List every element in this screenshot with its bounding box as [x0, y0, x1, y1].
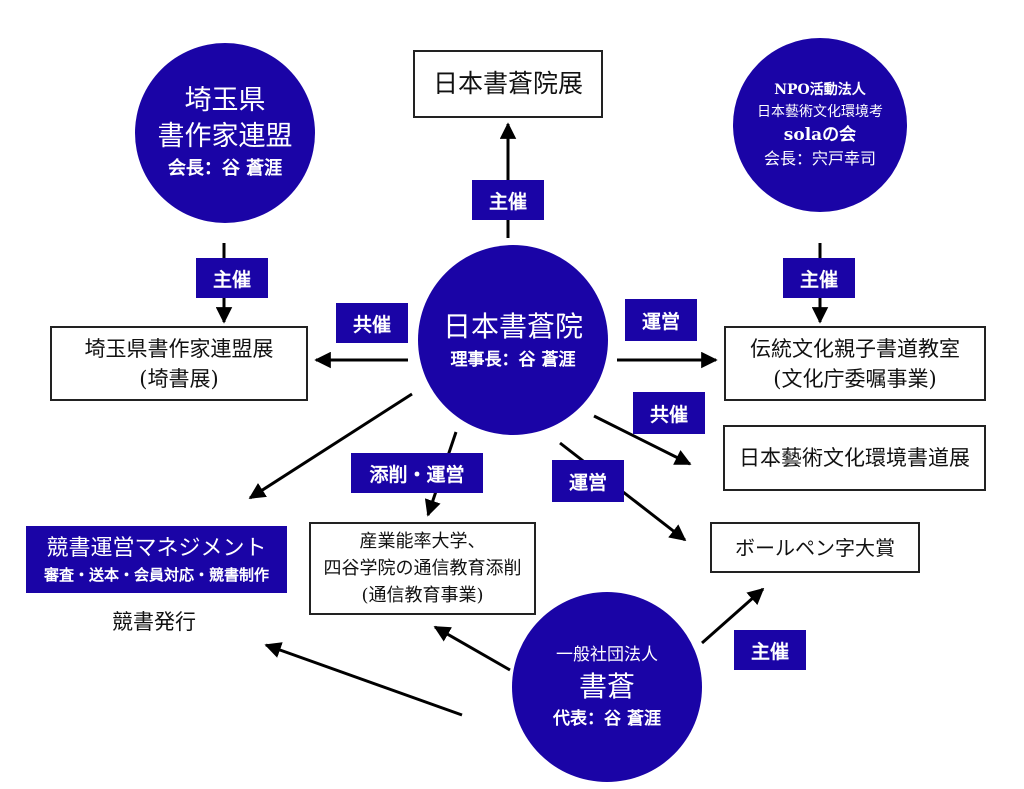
arrow-shoso-to-ballpen	[701, 587, 765, 645]
node-saitama-federation: 埼玉県 書作家連盟 会長：谷 蒼涯	[135, 43, 315, 223]
correspondence-line2: 四谷学院の通信教育添削	[323, 558, 522, 579]
shosoin-exhibition-label: 日本書蒼院展	[432, 69, 583, 98]
node-nihon-shosoin: 日本書蒼院 理事長：谷 蒼涯	[418, 245, 608, 435]
box-shosoin-exhibition: 日本書蒼院展	[413, 50, 603, 118]
arrow-shoso-to-publish	[264, 642, 463, 717]
npo-sola-line3: solaの会	[783, 125, 857, 145]
box-saitama-exhibition: 埼玉県書作家連盟展 (埼書展)	[50, 326, 308, 401]
label-correction-operate: 添削・運営	[351, 453, 483, 493]
box-correspondence: 産業能率大学、 四谷学院の通信教育添削 (通信教育事業)	[309, 522, 536, 615]
parent-child-class-line2: (文化庁委嘱事業)	[773, 366, 937, 391]
label-co-host-right: 共催	[633, 392, 705, 434]
label-npo-host: 主催	[783, 258, 855, 298]
saitama-federation-line1: 埼玉県	[184, 85, 266, 116]
arrow-center-to-art-env	[593, 414, 692, 466]
label-top-host: 主催	[472, 180, 544, 220]
label-co-host-left: 共催	[336, 303, 408, 343]
correspondence-line3: (通信教育事業)	[361, 585, 484, 606]
label-operate-ballpen: 運営	[552, 460, 624, 502]
ballpen-award-label: ボールペン字大賞	[735, 535, 895, 560]
npo-sola-line4: 会長：宍戸幸司	[763, 149, 876, 168]
art-env-exhibition-label: 日本藝術文化環境書道展	[739, 446, 970, 470]
box-ballpen-award: ボールペン字大賞	[710, 522, 920, 573]
saitama-exhibition-line1: 埼玉県書作家連盟展	[84, 336, 274, 361]
nihon-shosoin-line1: 日本書蒼院	[442, 310, 583, 343]
shoso-corp-line2: 書蒼	[578, 670, 635, 703]
saitama-exhibition-line2: (埼書展)	[139, 366, 219, 391]
saitama-federation-line2: 書作家連盟	[157, 121, 293, 152]
label-host-ballpen: 主催	[734, 630, 806, 670]
saitama-federation-line3: 会長：谷 蒼涯	[167, 158, 283, 179]
label-operate-right: 運営	[625, 299, 697, 341]
parent-child-class-line1: 伝統文化親子書道教室	[750, 336, 960, 361]
shoso-corp-line1: 一般社団法人	[556, 645, 658, 665]
box-art-env-exhibition: 日本藝術文化環境書道展	[723, 425, 986, 491]
kyosho-publish-label: 競書発行	[112, 610, 196, 634]
node-shoso-corp: 一般社団法人 書蒼 代表：谷 蒼涯	[512, 592, 702, 782]
kyosho-management-line2: 審査・送本・会員対応・競書制作	[43, 565, 269, 584]
label-saitama-host: 主催	[196, 258, 268, 298]
npo-sola-line2: 日本藝術文化環境考	[757, 104, 883, 120]
kyosho-management-line1: 競書運営マネジメント	[46, 535, 267, 561]
arrow-shoso-to-correspondence	[433, 625, 511, 672]
npo-sola-line1: NPO活動法人	[774, 82, 866, 98]
box-parent-child-class: 伝統文化親子書道教室 (文化庁委嘱事業)	[724, 326, 986, 401]
arrow-center-to-management	[248, 392, 413, 500]
box-kyosho-management: 競書運営マネジメント 審査・送本・会員対応・競書制作	[26, 526, 287, 593]
correspondence-line1: 産業能率大学、	[359, 531, 486, 552]
shoso-corp-line3: 代表：谷 蒼涯	[553, 709, 661, 729]
node-npo-sola: NPO活動法人 日本藝術文化環境考 solaの会 会長：宍戸幸司	[733, 38, 907, 212]
nihon-shosoin-line2: 理事長：谷 蒼涯	[450, 350, 576, 370]
